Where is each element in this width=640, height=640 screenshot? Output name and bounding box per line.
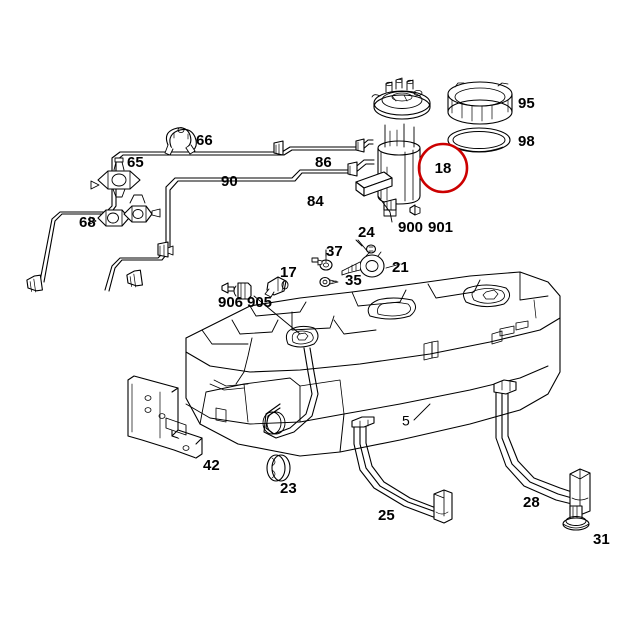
callout-label-905: 905: [247, 294, 272, 311]
line-clamp: [355, 138, 365, 153]
clip-66-art: [164, 127, 197, 156]
strap-25-art: [351, 416, 453, 524]
line-clamp: [347, 161, 358, 177]
callout-label-65: 65: [127, 154, 144, 171]
line-end-fitting: [126, 269, 143, 288]
washer-37-art: [311, 249, 333, 271]
screw-24-art: [355, 239, 377, 254]
callout-label-23: 23: [280, 480, 297, 497]
callout-label-42: 42: [203, 457, 220, 474]
callout-label-25: 25: [378, 507, 395, 524]
line-clamp: [157, 241, 174, 258]
strap-28-art: [493, 379, 591, 516]
strap-bolt-31-art: [562, 505, 590, 531]
lock-ring-art: [447, 81, 513, 125]
callout-label-86: 86: [315, 154, 332, 171]
grommet-35-art: [319, 276, 339, 288]
callout-label-5: 5: [402, 413, 410, 429]
cable-tie-906-art: [221, 282, 235, 294]
callout-label-95: 95: [518, 95, 535, 112]
sealing-ring-art: [447, 127, 511, 153]
callout-label-31: 31: [593, 531, 610, 548]
level-sender-21-art: [341, 251, 385, 278]
callout-label-28: 28: [523, 494, 540, 511]
line-end-fitting: [26, 274, 43, 293]
fuel-pump-delivery-unit-art: [371, 77, 431, 205]
callout-label-24: 24: [358, 224, 375, 241]
callout-label-900: 900: [398, 219, 423, 236]
connector-901-art: [409, 204, 421, 216]
clamp-65-art: [90, 157, 141, 198]
leader-lines: [253, 211, 431, 421]
fuel-tank-art: [185, 271, 561, 457]
callout-label-98: 98: [518, 133, 535, 150]
callout-label-68: 68: [79, 214, 96, 231]
clamp-68-art: [89, 194, 161, 227]
vent-valve-17-art: [264, 276, 289, 298]
callout-label-35: 35: [345, 272, 362, 289]
callout-label-66: 66: [196, 132, 213, 149]
callout-label-906: 906: [218, 294, 243, 311]
callout-label-37: 37: [326, 243, 343, 260]
fuel-lines-art: [26, 138, 375, 293]
tank-bracket-42-art: [127, 375, 203, 459]
callout-label-90: 90: [221, 173, 238, 190]
callout-label-84: 84: [307, 193, 324, 210]
filler-seal-23-art: [266, 454, 291, 482]
callout-label-21: 21: [392, 259, 409, 276]
connector-900-art: [383, 198, 397, 217]
highlight-circle: [417, 142, 469, 194]
callout-label-901: 901: [428, 219, 453, 236]
line-clamp: [273, 140, 284, 156]
callout-label-17: 17: [280, 264, 297, 281]
callout-label-18: 18: [435, 160, 452, 177]
harness-block-art: [355, 171, 393, 213]
